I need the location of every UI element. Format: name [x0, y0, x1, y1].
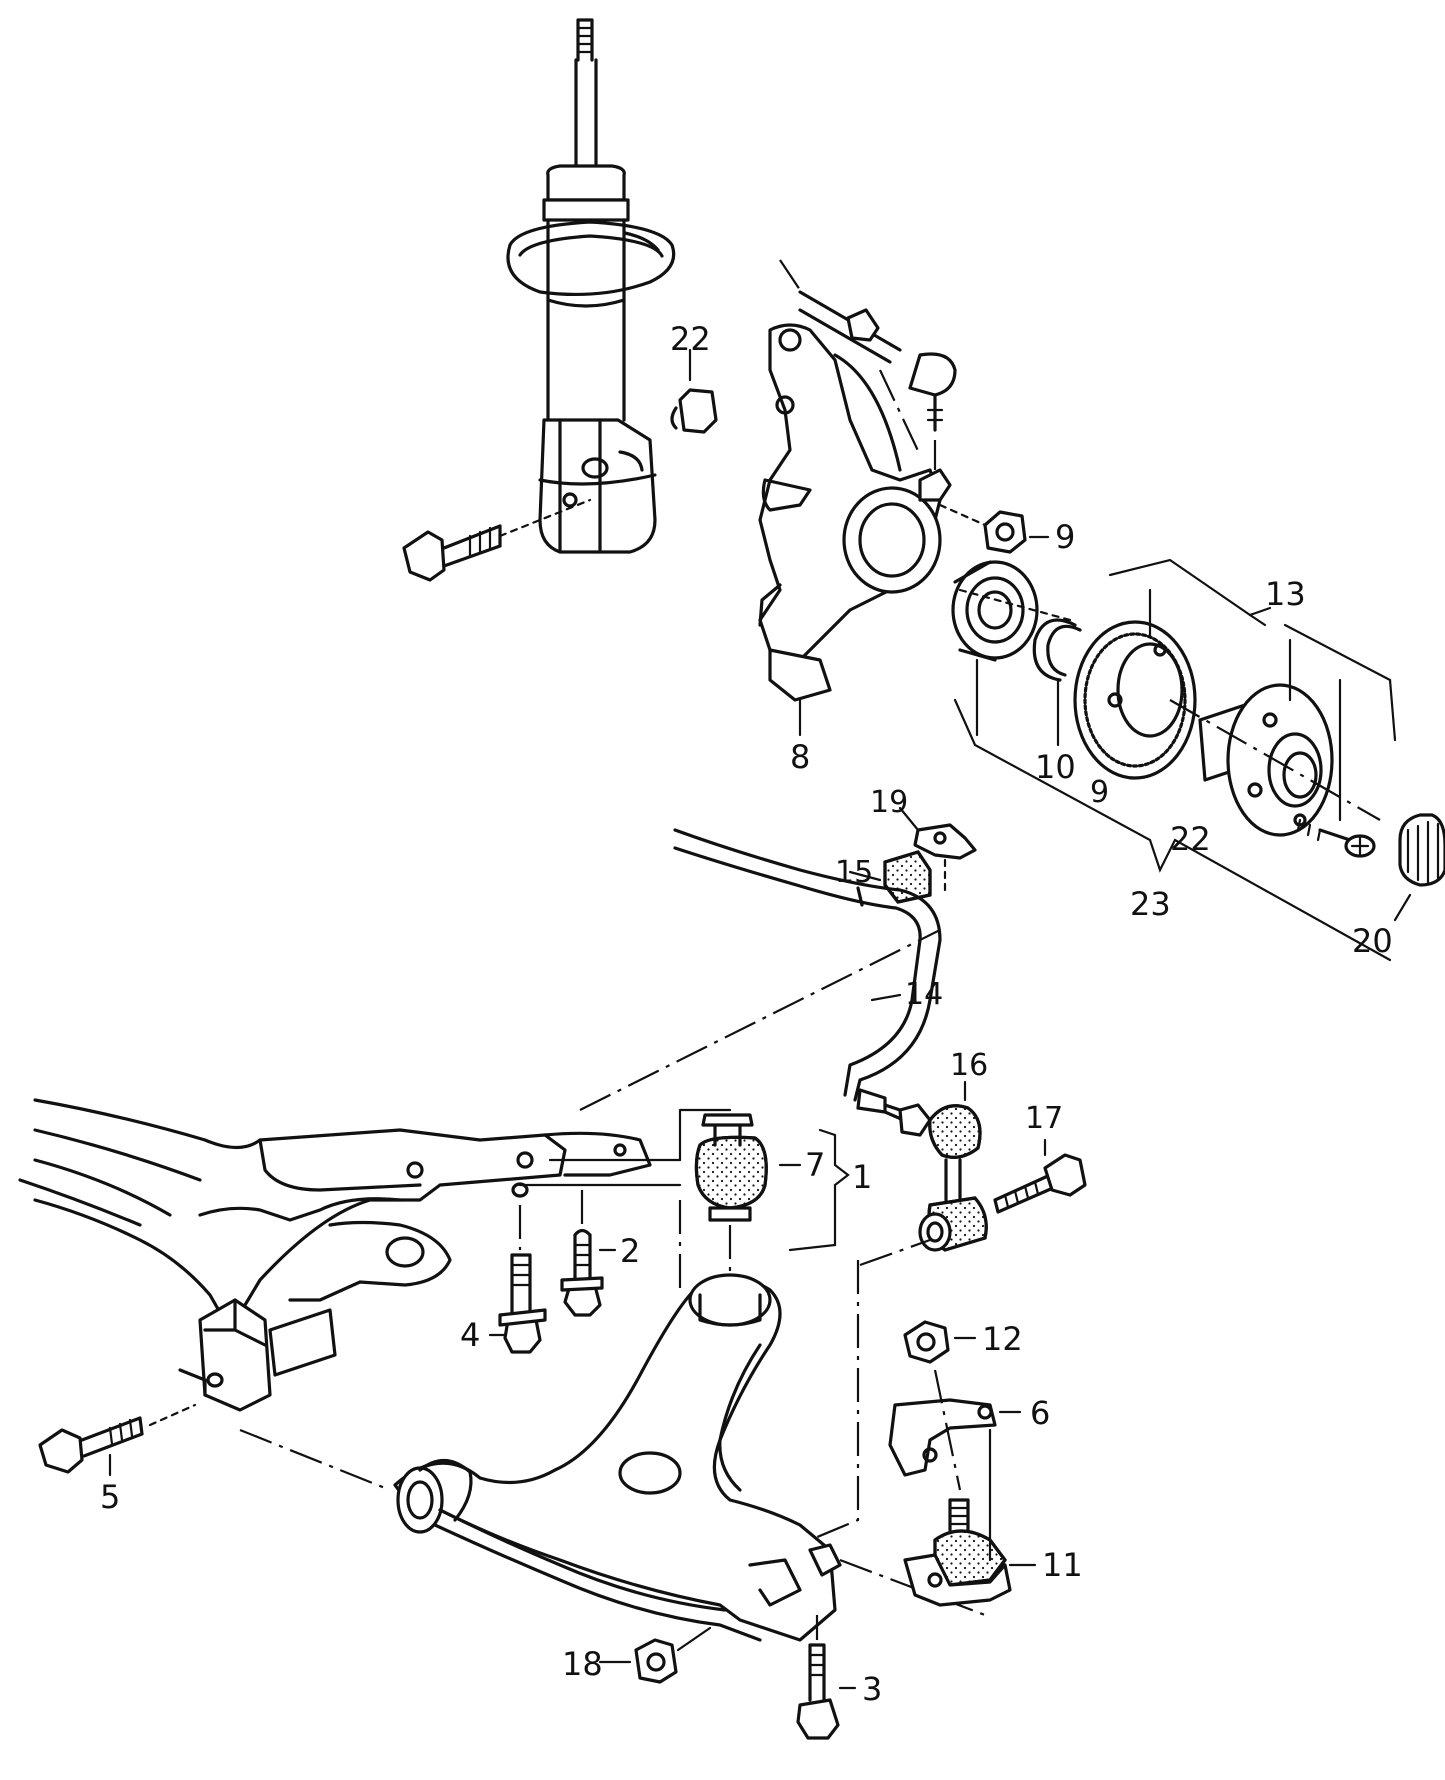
coupling-rod: 16	[883, 1048, 988, 1252]
label-9-lower: 9	[1090, 775, 1109, 810]
label-14: 14	[905, 977, 943, 1012]
assembly-brackets: 13 9 22 23	[953, 558, 1397, 962]
hub-assembly	[1073, 620, 1381, 858]
bolt-2: 2	[560, 1190, 640, 1317]
lower-control-arm	[239, 1260, 986, 1642]
label-2: 2	[620, 1232, 640, 1270]
label-22-top: 22	[670, 320, 711, 358]
anti-roll-bar-mount: 15 19	[835, 785, 977, 904]
label-9-top: 9	[1055, 518, 1075, 556]
nut-22-top: 22	[670, 320, 718, 434]
label-23: 23	[1130, 885, 1171, 923]
alignment-lines	[579, 369, 941, 1267]
label-3: 3	[862, 1670, 882, 1708]
circlip: 10	[958, 588, 1082, 786]
label-11: 11	[1042, 1546, 1083, 1584]
label-5: 5	[100, 1478, 120, 1516]
bushing-7: 7 1	[518, 1108, 872, 1290]
label-4: 4	[460, 1316, 480, 1354]
label-15: 15	[835, 855, 873, 890]
wheel-bearing	[951, 560, 1039, 737]
bolt-5: 5	[38, 1403, 197, 1516]
label-22-lower: 22	[1170, 820, 1211, 858]
bolt-4: 4	[460, 1205, 547, 1354]
label-13: 13	[1265, 575, 1306, 613]
strut-bolt	[402, 498, 592, 582]
label-1: 1	[852, 1158, 872, 1196]
label-10: 10	[1035, 748, 1076, 786]
nut-18: 18	[562, 1626, 712, 1684]
label-6: 6	[1030, 1394, 1050, 1432]
steering-knuckle: 8	[758, 323, 942, 776]
label-19: 19	[870, 785, 908, 820]
label-18: 18	[562, 1645, 603, 1683]
nut-9: 9	[938, 503, 1075, 556]
label-16: 16	[950, 1048, 988, 1083]
label-20: 20	[1352, 922, 1393, 960]
bolt-3: 3	[796, 1615, 882, 1740]
label-12: 12	[982, 1320, 1023, 1358]
shock-absorber-strut	[506, 18, 676, 554]
bolt-17: 17	[993, 1101, 1087, 1214]
hub-nut-20: 20	[1352, 813, 1445, 960]
subframe	[18, 1098, 652, 1412]
tie-rod-end	[779, 259, 957, 502]
label-7: 7	[805, 1146, 825, 1184]
label-17: 17	[1025, 1101, 1063, 1136]
ball-joint: 12 6 11	[888, 1320, 1083, 1607]
label-8: 8	[790, 738, 810, 776]
